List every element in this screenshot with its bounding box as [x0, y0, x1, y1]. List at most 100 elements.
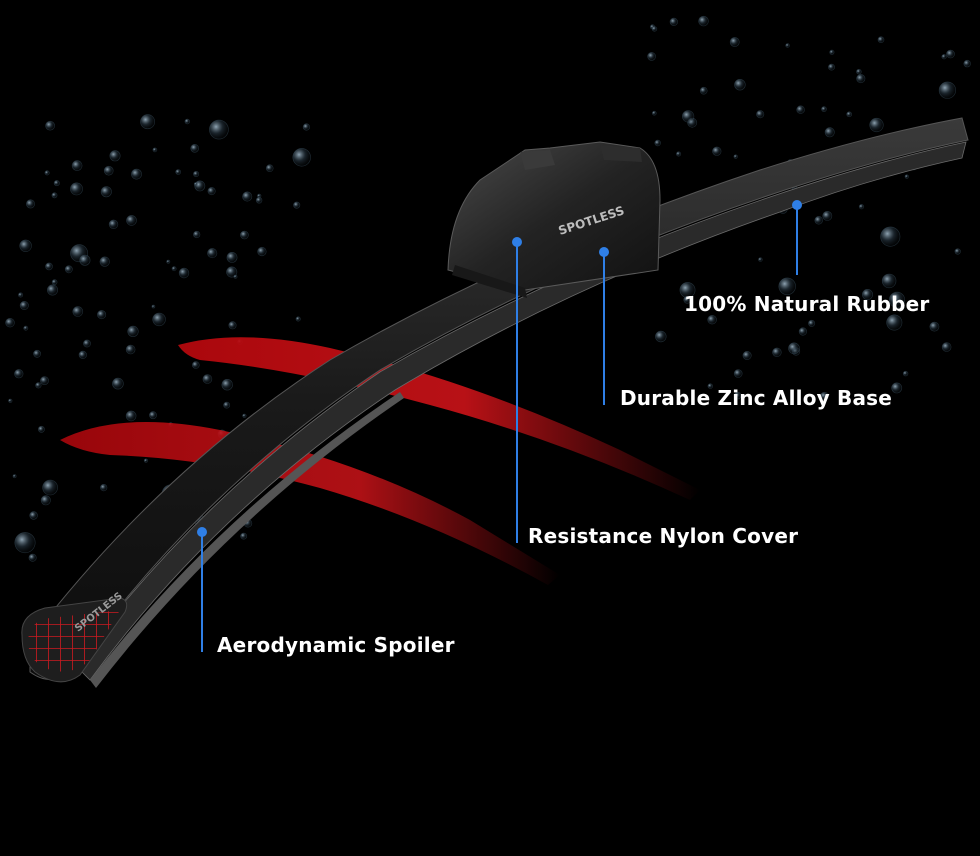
callout-leaders	[197, 200, 802, 652]
water-droplet	[242, 413, 247, 418]
water-droplet	[742, 350, 752, 360]
wiper-blade	[21, 117, 969, 688]
water-droplet	[654, 139, 661, 147]
water-droplet	[228, 321, 237, 330]
water-droplet	[255, 197, 263, 204]
water-droplet	[824, 127, 835, 138]
water-droplet	[828, 63, 835, 71]
water-droplet	[72, 306, 84, 317]
water-droplet	[946, 49, 955, 59]
water-droplet	[886, 314, 903, 331]
water-droplet	[192, 361, 200, 369]
water-droplet	[226, 251, 238, 263]
water-droplet	[880, 226, 901, 247]
water-droplet	[756, 110, 765, 119]
water-droplet	[877, 36, 885, 44]
water-droplet	[178, 267, 190, 279]
water-droplet	[14, 369, 24, 379]
water-droplet	[295, 316, 301, 322]
water-droplet	[125, 410, 137, 422]
water-droplet	[151, 304, 156, 309]
water-droplet	[35, 382, 42, 389]
water-droplet	[100, 186, 112, 198]
water-droplet	[46, 284, 58, 296]
water-droplet	[109, 150, 121, 162]
end-cap-grid-overlay	[28, 610, 120, 672]
water-droplet	[71, 160, 83, 171]
water-droplet	[207, 248, 218, 259]
water-droplet	[699, 86, 708, 95]
water-droplet	[64, 265, 73, 274]
water-droplet	[729, 37, 740, 47]
water-droplet	[242, 191, 253, 202]
water-droplet	[12, 474, 17, 479]
callout-zinc-alloy-base: Durable Zinc Alloy Base	[620, 386, 893, 410]
water-droplet	[40, 495, 51, 506]
water-droplet	[861, 288, 873, 300]
water-droplet	[23, 325, 29, 331]
water-droplet	[8, 398, 13, 403]
water-droplet	[681, 110, 695, 123]
water-droplet	[772, 347, 782, 357]
water-droplet	[798, 327, 808, 336]
water-droplet	[733, 391, 742, 400]
water-droplet	[193, 230, 201, 239]
water-droplet	[292, 148, 311, 167]
water-droplet	[683, 295, 692, 304]
callout-aerodynamic-spoiler: Aerodynamic Spoiler	[217, 633, 455, 657]
water-droplet	[698, 15, 709, 27]
water-droplet	[858, 204, 865, 210]
water-droplet	[808, 319, 816, 327]
water-droplets	[5, 15, 971, 565]
water-droplet	[83, 339, 91, 348]
water-droplet	[707, 383, 713, 389]
water-droplet	[112, 377, 124, 390]
water-droplet	[891, 382, 903, 394]
water-droplet	[45, 262, 53, 271]
water-droplet	[938, 81, 957, 99]
water-droplet	[963, 59, 971, 68]
water-droplet	[796, 105, 805, 114]
water-droplet	[785, 43, 790, 48]
water-droplet	[902, 370, 909, 377]
water-droplet	[856, 68, 862, 75]
water-droplet	[734, 78, 746, 91]
water-droplet	[131, 168, 142, 180]
water-droplet	[18, 292, 24, 298]
airflow-swoosh-upper	[178, 337, 700, 500]
water-droplet	[788, 342, 800, 355]
water-droplet	[778, 277, 796, 295]
water-droplet	[712, 146, 722, 156]
water-droplet	[127, 325, 139, 338]
water-droplet	[143, 458, 149, 463]
airflow-swoosh-lower	[60, 422, 560, 585]
water-droplet	[152, 312, 166, 327]
water-droplet	[175, 169, 181, 175]
water-droplet	[221, 379, 233, 391]
water-droplet	[904, 174, 909, 179]
callout-natural-rubber: 100% Natural Rubber	[684, 292, 930, 316]
water-droplet	[14, 532, 36, 554]
water-droplet	[29, 511, 38, 520]
water-droplet	[733, 369, 743, 378]
water-droplet	[941, 54, 947, 60]
water-droplet	[240, 230, 249, 240]
water-droplet	[293, 201, 301, 209]
water-droplet	[70, 182, 83, 196]
water-droplet	[651, 110, 657, 116]
water-droplet	[929, 321, 940, 332]
water-droplet	[233, 274, 238, 279]
water-droplet	[207, 187, 216, 196]
water-droplet	[193, 182, 198, 187]
water-droplet	[193, 171, 200, 178]
water-droplet	[821, 106, 827, 112]
water-droplet	[125, 344, 136, 355]
water-droplet	[42, 479, 58, 496]
water-droplet	[758, 257, 763, 262]
water-droplet	[28, 553, 37, 562]
water-droplet	[856, 74, 866, 84]
water-droplet	[240, 532, 248, 540]
water-droplet	[829, 49, 835, 55]
water-droplet	[51, 192, 58, 199]
